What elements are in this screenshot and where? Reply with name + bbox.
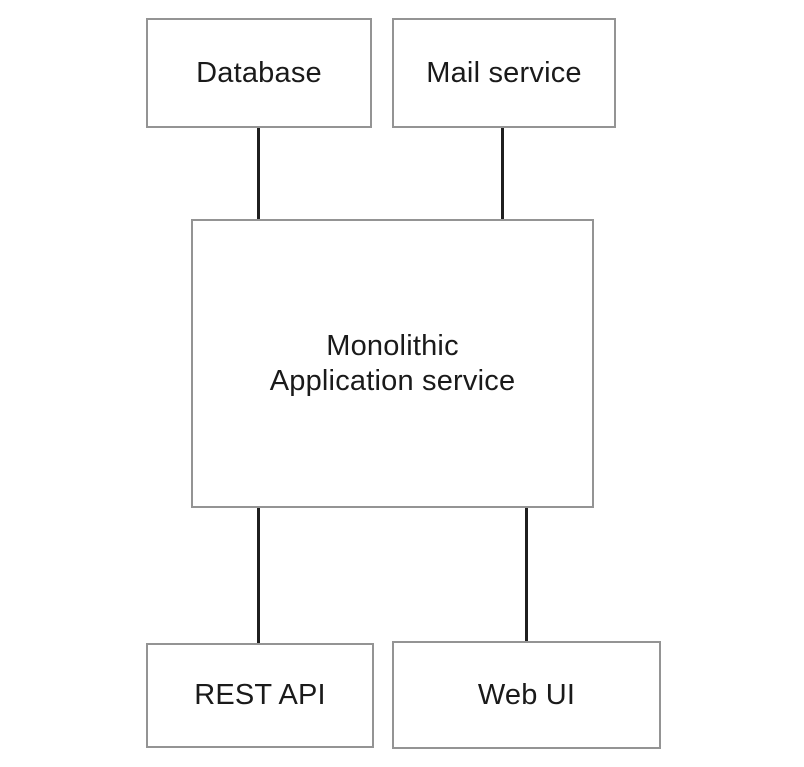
node-monolith-label: Monolithic Application service: [269, 330, 516, 397]
node-web-ui-label: Web UI: [477, 678, 576, 711]
node-database-label: Database: [196, 56, 322, 89]
node-database: Database: [146, 18, 372, 128]
edge-monolith-web-ui: [525, 506, 528, 642]
node-web-ui: Web UI: [392, 641, 661, 749]
node-rest-api: REST API: [146, 643, 374, 748]
node-rest-api-label: REST API: [194, 679, 326, 712]
node-mail-service: Mail service: [392, 18, 616, 128]
node-mail-service-label: Mail service: [426, 56, 582, 89]
node-monolithic-application-service: Monolithic Application service: [191, 219, 594, 508]
edge-monolith-rest-api: [257, 506, 260, 644]
edge-database-monolith: [257, 127, 260, 220]
edge-mail-service-monolith: [501, 127, 504, 220]
